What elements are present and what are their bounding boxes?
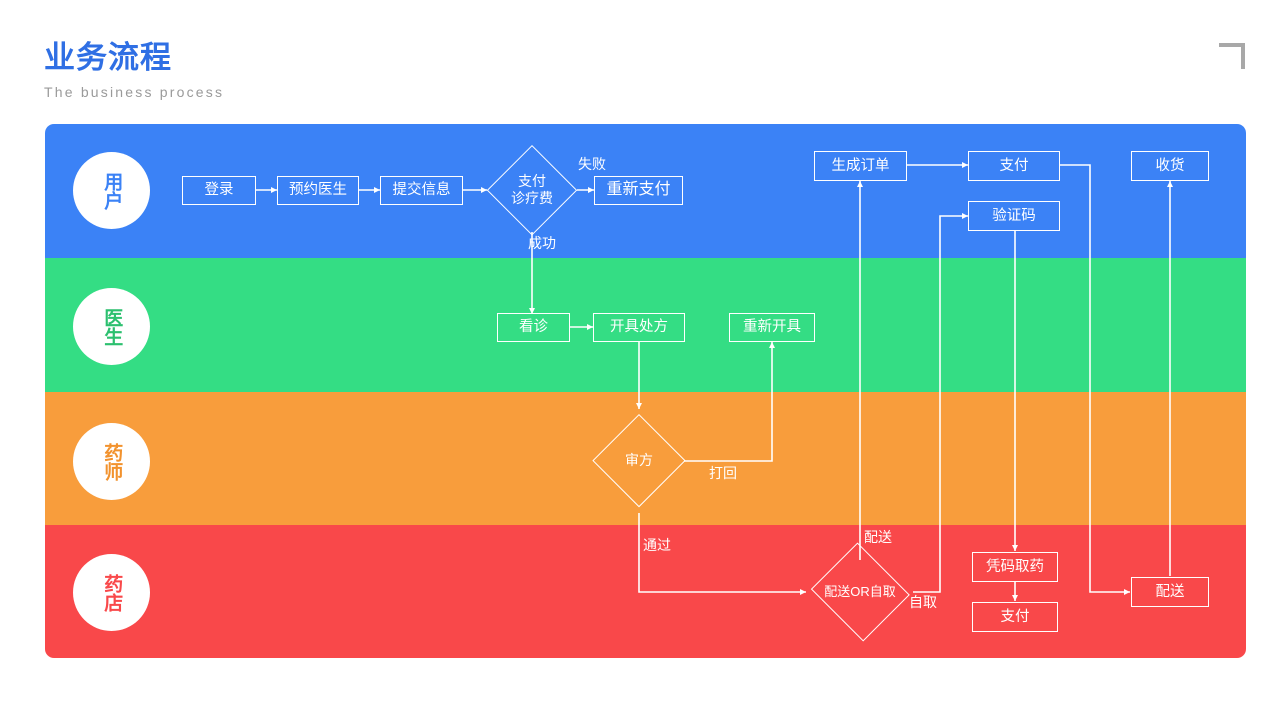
node-prescribe[interactable]: 开具处方	[593, 313, 685, 342]
corner-bracket-icon	[1219, 43, 1245, 69]
edge-label-reject: 打回	[709, 465, 737, 481]
node-pay-fee[interactable]: 支付 诊疗费	[487, 145, 577, 235]
node-pay-user[interactable]: 支付	[968, 151, 1060, 181]
lane-badge-label-pharmacy: 药店	[101, 573, 123, 612]
node-review-rx-label: 审方	[625, 452, 653, 469]
lane-badge-label-pharmacist: 药师	[101, 442, 123, 481]
node-book-doctor[interactable]: 预约医生	[277, 176, 359, 205]
node-pay-fee-label: 支付 诊疗费	[511, 172, 553, 206]
edge-label-ship: 配送	[864, 529, 892, 545]
node-receive-goods[interactable]: 收货	[1131, 151, 1209, 181]
node-delivery-or-pick-label: 配送OR自取	[824, 584, 896, 600]
lane-doctor	[45, 258, 1246, 392]
lane-user	[45, 124, 1246, 258]
page-subtitle: The business process	[44, 84, 225, 100]
node-delivery-or-pick[interactable]: 配送OR自取	[808, 542, 912, 642]
lane-badge-label-user: 用户	[101, 171, 123, 210]
page-header: 业务流程 The business process	[44, 38, 224, 101]
lane-badge-pharmacist: 药师	[73, 423, 150, 500]
lane-badge-doctor: 医生	[73, 288, 150, 365]
edge-label-fail: 失败	[578, 156, 606, 172]
node-pay-store[interactable]: 支付	[972, 602, 1058, 632]
node-repay[interactable]: 重新支付	[594, 176, 683, 205]
node-login[interactable]: 登录	[182, 176, 256, 205]
node-delivery[interactable]: 配送	[1131, 577, 1209, 607]
page-title: 业务流程	[44, 40, 172, 75]
node-review-rx[interactable]: 审方	[592, 414, 686, 508]
lane-badge-pharmacy: 药店	[73, 554, 150, 631]
node-code-pickup[interactable]: 凭码取药	[972, 552, 1058, 582]
edge-label-success: 成功	[528, 235, 556, 251]
node-verify-code[interactable]: 验证码	[968, 201, 1060, 231]
node-re-prescribe[interactable]: 重新开具	[729, 313, 815, 342]
lane-badge-user: 用户	[73, 152, 150, 229]
edge-label-pass: 通过	[643, 537, 671, 553]
lane-badge-label-doctor: 医生	[101, 307, 123, 346]
node-consult[interactable]: 看诊	[497, 313, 570, 342]
node-create-order[interactable]: 生成订单	[814, 151, 907, 181]
lane-pharmacist	[45, 392, 1246, 525]
edge-label-self-pick: 自取	[909, 594, 937, 610]
node-submit-info[interactable]: 提交信息	[380, 176, 463, 205]
